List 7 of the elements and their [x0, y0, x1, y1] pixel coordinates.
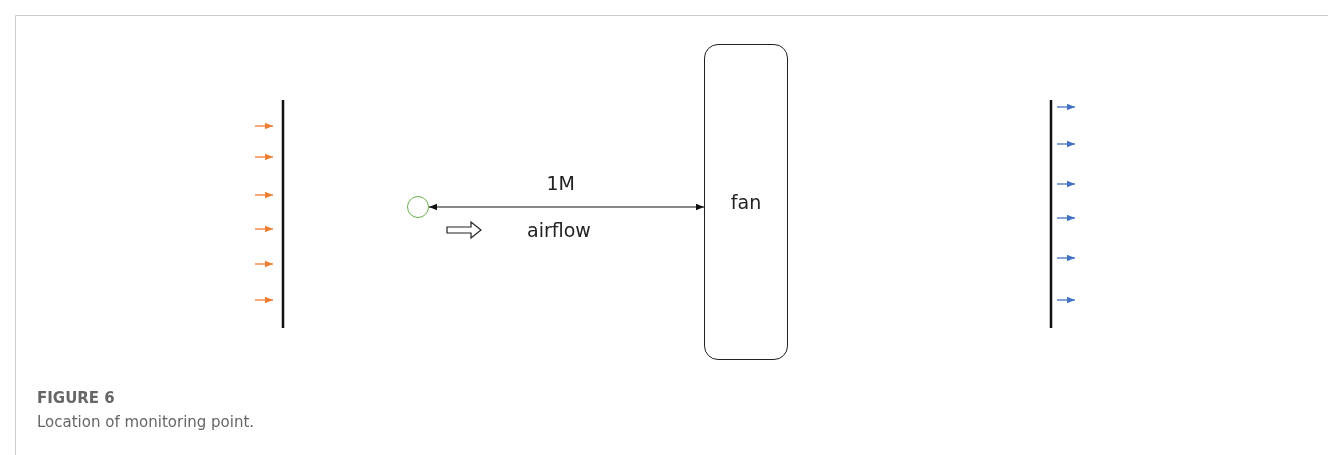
figure-caption: Location of monitoring point.: [37, 413, 255, 431]
figure-title: FIGURE 6: [37, 389, 115, 407]
fan-box: [704, 44, 788, 360]
double-arrow: [428, 203, 705, 211]
edge-label: 1M: [546, 172, 575, 194]
node-label: fan: [730, 191, 762, 213]
airflow-label: airflow: [527, 219, 591, 241]
